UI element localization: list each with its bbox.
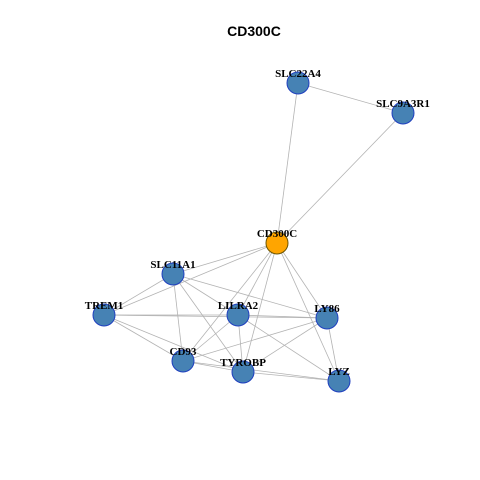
node-label-tyrobp: TYROBP: [220, 357, 266, 369]
node-label-slc11a1: SLC11A1: [150, 259, 195, 271]
edge-cd93-lyz: [182, 360, 340, 382]
edge-slc11a1-tyrobp: [172, 273, 244, 373]
node-lyz[interactable]: [327, 369, 351, 393]
node-slc11a1[interactable]: [161, 262, 185, 286]
node-cd300c[interactable]: [265, 231, 289, 255]
edge-cd300c-ly86: [276, 242, 328, 319]
node-label-ly86: LY86: [314, 303, 340, 315]
diagram-title: CD300C: [227, 23, 281, 39]
edge-slc9a3r1-cd300c: [276, 112, 404, 244]
edge-cd300c-cd93: [182, 242, 278, 362]
edge-slc22a4-cd300c: [276, 82, 299, 244]
edge-tyrobp-lyz: [242, 371, 340, 382]
edge-slc11a1-lilra2: [172, 273, 239, 316]
edge-trem1-tyrobp: [103, 314, 244, 373]
node-label-trem1: TREM1: [85, 300, 124, 312]
edge-ly86-cd93: [182, 317, 328, 362]
node-label-cd300c: CD300C: [257, 228, 297, 240]
edge-lilra2-lyz: [237, 314, 340, 382]
edge-lilra2-ly86: [237, 314, 328, 319]
node-label-lilra2: LILRA2: [218, 300, 259, 312]
edge-trem1-ly86: [103, 314, 328, 319]
edge-cd300c-lilra2: [237, 242, 278, 316]
node-layer: [92, 71, 415, 393]
node-label-lyz: LYZ: [328, 366, 350, 378]
node-slc9a3r1[interactable]: [391, 101, 415, 125]
edge-cd300c-lyz: [276, 242, 340, 382]
node-lilra2[interactable]: [226, 303, 250, 327]
edge-layer: [103, 82, 404, 382]
edge-slc11a1-ly86: [172, 273, 328, 319]
node-label-slc9a3r1: SLC9A3R1: [376, 98, 430, 110]
edge-slc11a1-trem1: [103, 273, 174, 316]
edge-ly86-tyrobp: [242, 317, 328, 373]
node-cd93[interactable]: [171, 349, 195, 373]
edge-trem1-cd93: [103, 314, 184, 362]
edge-lilra2-cd93: [182, 314, 239, 362]
edge-cd300c-slc11a1: [172, 242, 278, 275]
node-tyrobp[interactable]: [231, 360, 255, 384]
node-ly86[interactable]: [315, 306, 339, 330]
edge-slc22a4-slc9a3r1: [297, 82, 404, 114]
node-trem1[interactable]: [92, 303, 116, 327]
node-slc22a4[interactable]: [286, 71, 310, 95]
edge-cd300c-tyrobp: [242, 242, 278, 373]
node-label-cd93: CD93: [170, 346, 197, 358]
node-label-slc22a4: SLC22A4: [275, 68, 321, 80]
